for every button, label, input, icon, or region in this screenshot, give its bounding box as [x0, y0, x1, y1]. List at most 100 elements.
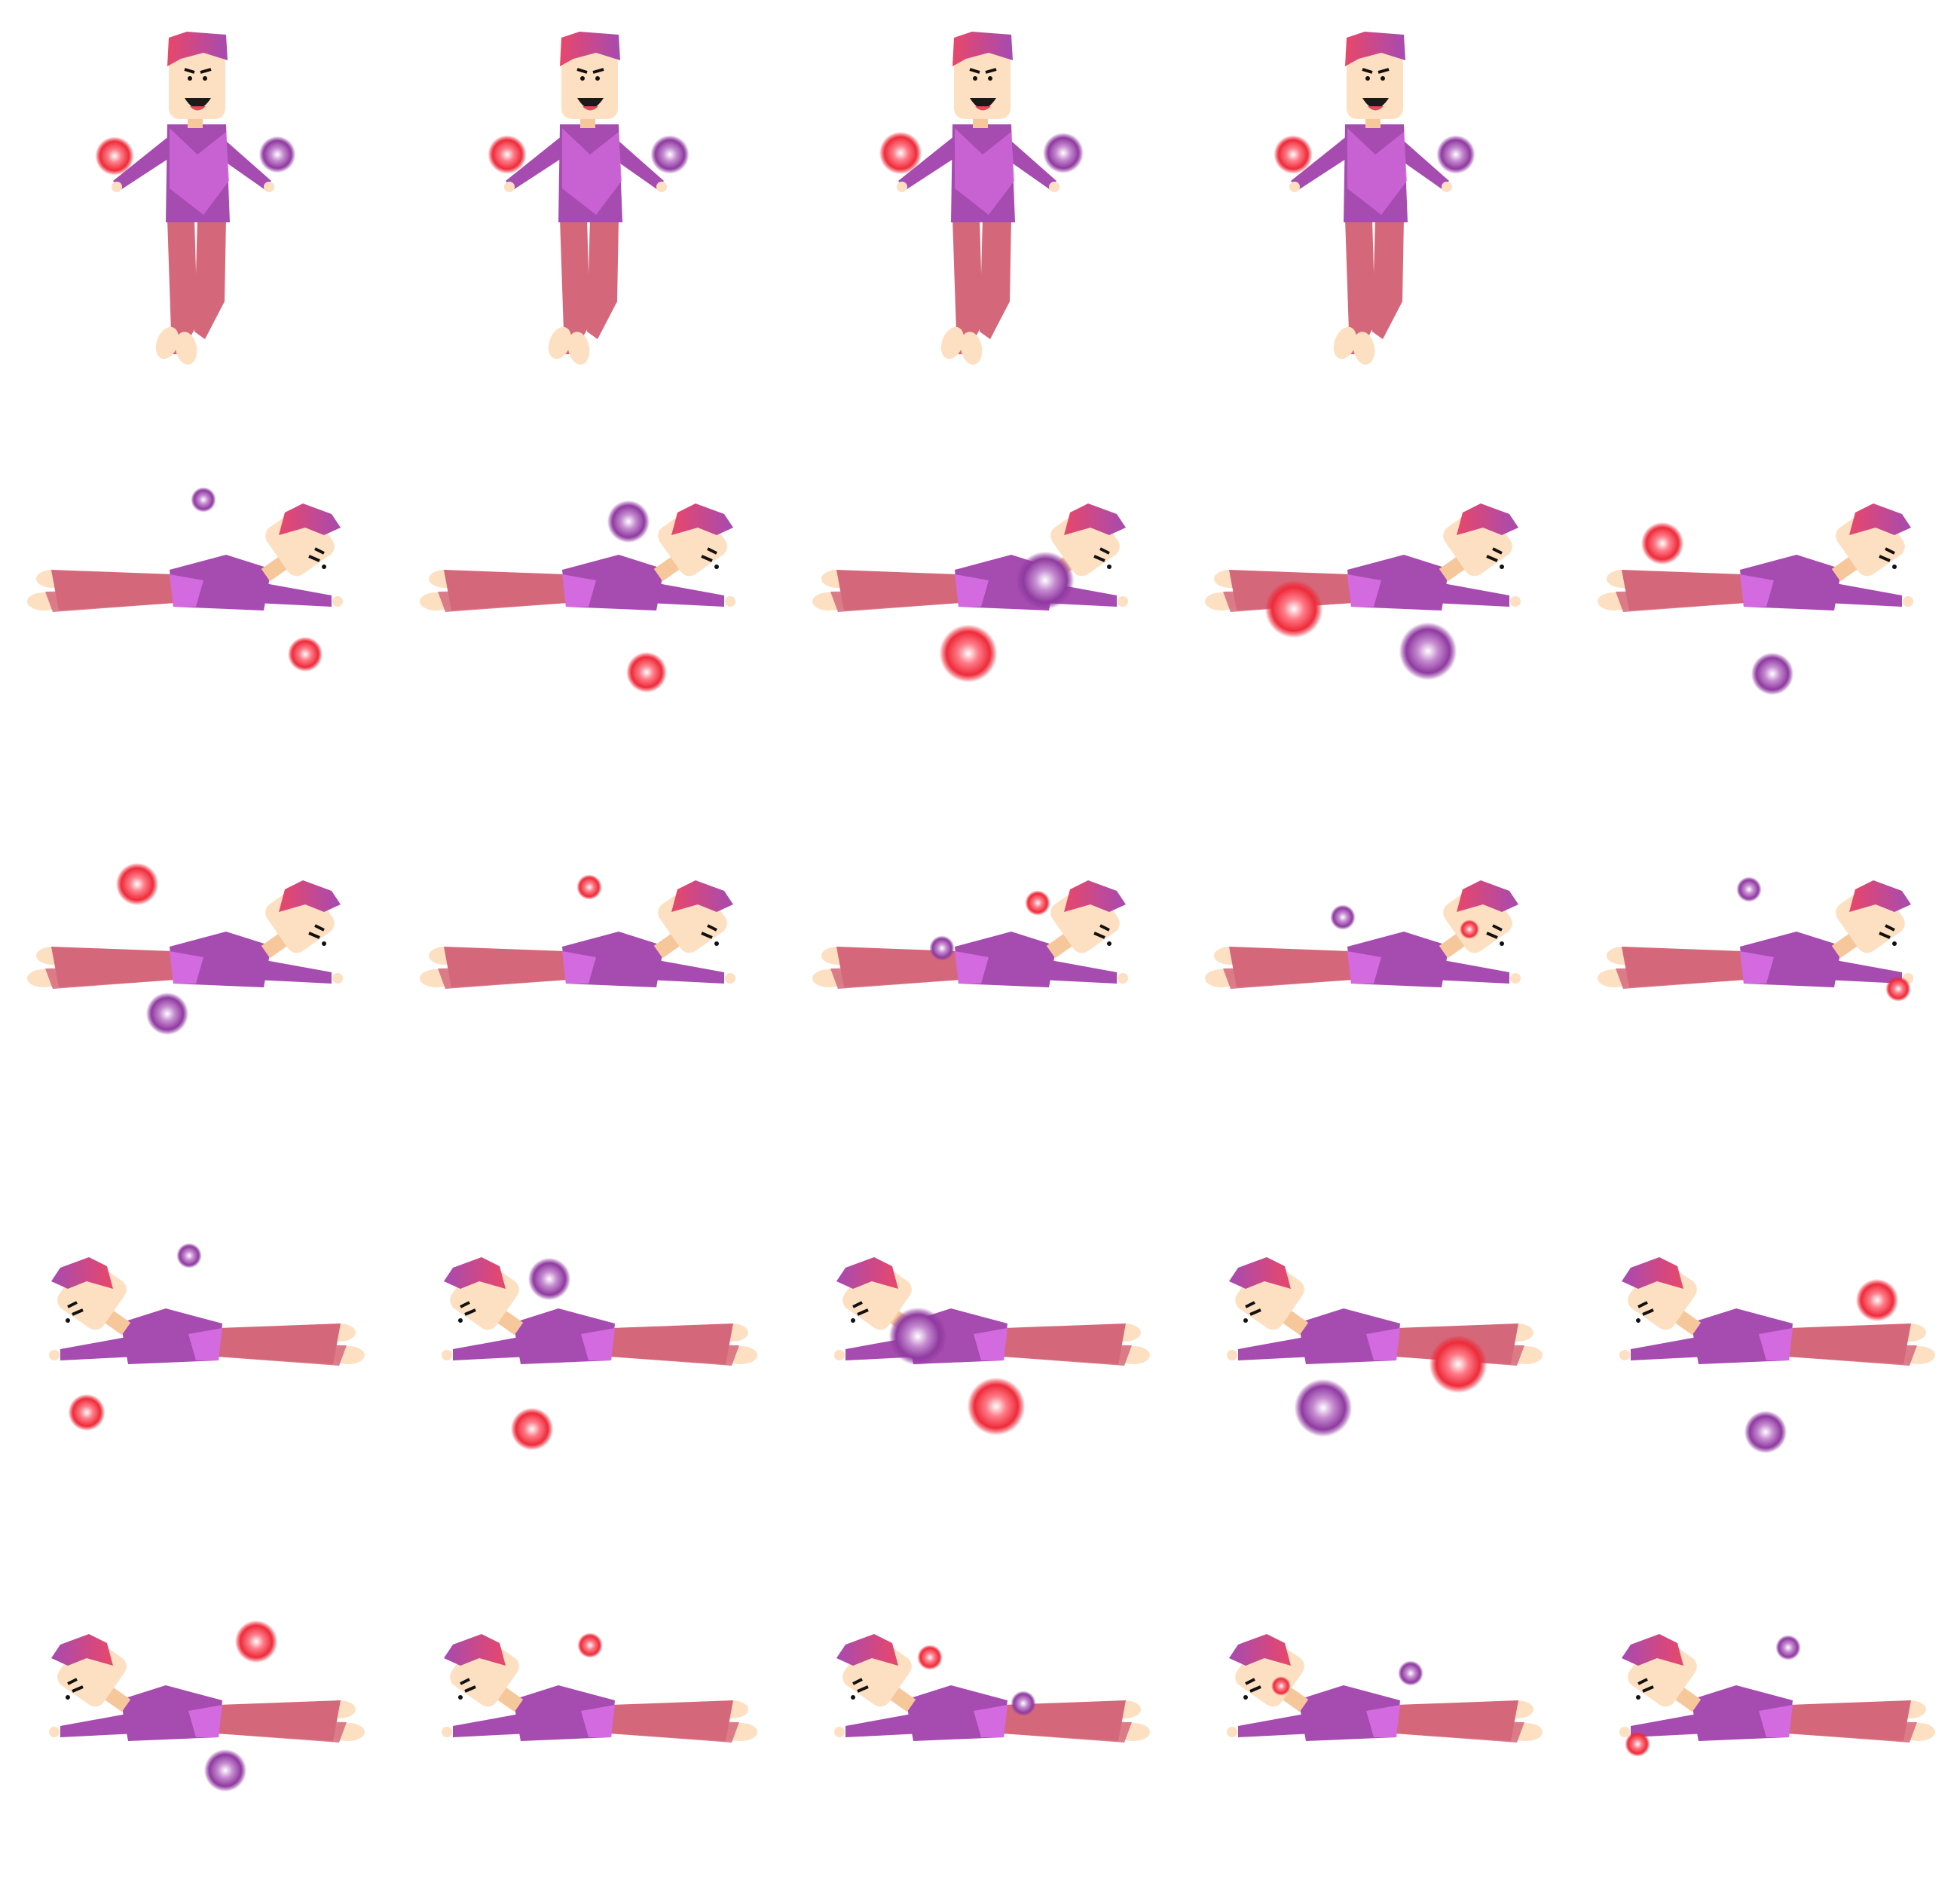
sprite-frame — [27, 880, 343, 989]
neck — [1674, 1310, 1702, 1336]
torso-highlight — [1759, 1705, 1793, 1737]
hand — [834, 1350, 845, 1360]
eyebrows — [852, 1678, 869, 1693]
right-eye — [595, 76, 600, 81]
head — [169, 53, 225, 119]
lower-leg — [1395, 1720, 1524, 1743]
hair — [1849, 503, 1911, 535]
mouth — [185, 98, 211, 109]
purple-orb — [1751, 652, 1794, 696]
purple-orb — [607, 500, 650, 543]
eyebrows — [701, 547, 717, 562]
torso-highlight — [581, 1705, 615, 1737]
lower-leg — [438, 966, 567, 989]
character-prone — [27, 503, 343, 612]
eyebrows — [1093, 547, 1110, 562]
character-prone — [812, 503, 1128, 612]
eyebrows — [460, 1301, 476, 1316]
purple-orb — [888, 1307, 947, 1366]
arm — [249, 580, 332, 607]
left-eye — [188, 76, 192, 81]
hair — [1849, 880, 1911, 912]
hair — [1457, 880, 1518, 912]
neck — [653, 556, 680, 582]
left-leg — [1345, 219, 1375, 354]
arm — [60, 1711, 143, 1737]
eye — [851, 1318, 855, 1323]
hair — [167, 32, 228, 66]
eyebrows — [1093, 924, 1110, 939]
left-foot — [548, 326, 572, 360]
red-orb — [287, 636, 323, 672]
left-hand — [1289, 182, 1300, 192]
eye — [1107, 941, 1111, 946]
eye — [1636, 1318, 1640, 1323]
red-orb — [1429, 1335, 1488, 1394]
hair — [836, 1257, 898, 1289]
hair — [279, 880, 341, 912]
torso-highlight — [955, 128, 1014, 215]
eyebrows — [1637, 1678, 1654, 1693]
sprite-frame — [1619, 1634, 1935, 1743]
character-prone — [1227, 1634, 1543, 1743]
right-arm — [215, 136, 271, 190]
character-standing — [1289, 32, 1452, 365]
arm — [641, 580, 724, 607]
left-arm — [1291, 136, 1353, 190]
purple-orb — [1399, 622, 1457, 681]
red-orb — [488, 135, 527, 174]
purple-orb — [1775, 1635, 1801, 1660]
hand — [1118, 973, 1128, 984]
torso-highlight — [188, 1328, 222, 1360]
sprite-frame — [420, 503, 735, 612]
left-leg — [167, 219, 197, 354]
right-leg — [1372, 219, 1404, 339]
red-orb — [68, 1394, 105, 1431]
red-orb — [577, 1633, 603, 1658]
hand — [442, 1727, 452, 1737]
arm — [1426, 957, 1509, 984]
character-prone — [1227, 1257, 1543, 1366]
torso-highlight — [1759, 1328, 1793, 1360]
character-prone — [420, 503, 735, 612]
sprite-frame — [1227, 1257, 1543, 1366]
torso-highlight — [562, 128, 622, 215]
hand — [1619, 1350, 1630, 1360]
eye — [322, 941, 326, 946]
right-hand — [1049, 182, 1060, 192]
hand — [1227, 1350, 1237, 1360]
red-orb — [1625, 1731, 1650, 1757]
arm — [1426, 580, 1509, 607]
eye — [1892, 565, 1897, 569]
red-orb — [1855, 1278, 1899, 1322]
red-orb — [1885, 976, 1911, 1002]
sprite-frame — [1227, 1634, 1543, 1743]
hair — [671, 503, 733, 535]
eyebrows — [1245, 1678, 1261, 1693]
arm — [1238, 1711, 1321, 1737]
character-prone — [1619, 1257, 1935, 1366]
sprite-frame — [504, 32, 667, 365]
sprite-frame — [112, 32, 274, 365]
sprite-frame — [27, 503, 343, 612]
left-arm — [113, 136, 175, 190]
hair — [836, 1634, 898, 1666]
torso-highlight — [955, 951, 989, 984]
eye — [1243, 1318, 1248, 1323]
character-prone — [420, 880, 735, 989]
lower-leg — [610, 1720, 739, 1743]
head — [1347, 53, 1403, 119]
eye — [66, 1695, 70, 1700]
torso-highlight — [1347, 574, 1381, 607]
neck — [1831, 933, 1858, 959]
sprite-frame — [49, 1634, 365, 1743]
sprite-frame — [1619, 1257, 1935, 1366]
neck — [104, 1310, 131, 1336]
arm — [1631, 1334, 1714, 1360]
left-foot — [1333, 326, 1357, 360]
eyebrows — [852, 1301, 869, 1316]
sprite-frame — [49, 1257, 365, 1366]
arm — [1819, 957, 1902, 984]
hair — [671, 880, 733, 912]
